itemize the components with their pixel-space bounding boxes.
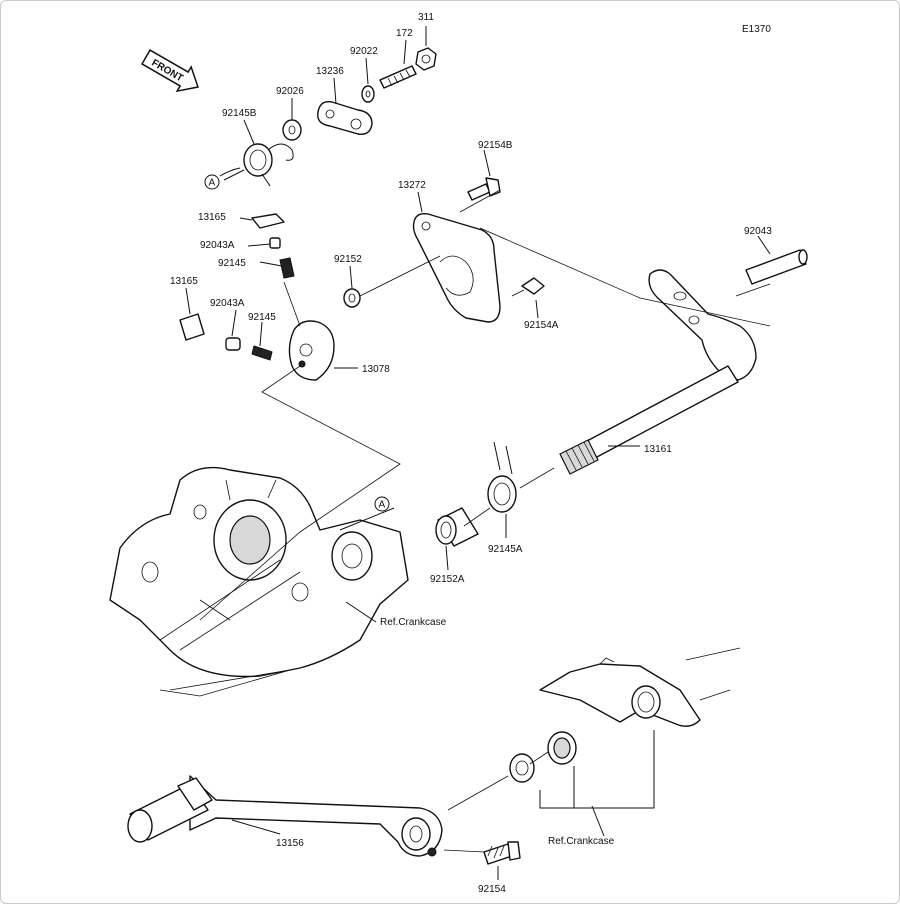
label-13165-top: 13165: [198, 212, 226, 223]
part-13156-shift-pedal: [127, 775, 443, 857]
leader-lines: [159, 26, 771, 880]
label-92154: 92154: [478, 884, 506, 895]
part-92152A-bush: [435, 507, 479, 547]
part-92043A-pin-bottom: [225, 337, 241, 351]
label-13272: 13272: [398, 180, 426, 191]
label-92043A-bottom: 92043A: [210, 298, 245, 309]
label-92154A: 92154A: [524, 320, 559, 331]
label-92145-bottom: 92145: [248, 312, 276, 323]
part-13165-pawl-bottom: [179, 313, 205, 341]
label-92145-top: 92145: [218, 258, 246, 269]
part-13161-shift-shaft: [559, 269, 757, 475]
label-ref-crankcase-upper: Ref.Crankcase: [380, 617, 447, 628]
label-13165-bottom: 13165: [170, 276, 198, 287]
part-13236-plate: [317, 101, 373, 135]
diagram-code: E1370: [742, 24, 771, 35]
callout-a-mid: A: [374, 496, 390, 512]
label-172: 172: [396, 28, 413, 39]
part-172-stud: [379, 65, 417, 89]
part-13165-pawl-top: [251, 213, 285, 229]
crankcase-bracket: [539, 657, 701, 727]
part-92145-spring-top: [279, 257, 295, 279]
crankcase-section: [109, 466, 409, 678]
label-13236: 13236: [316, 66, 344, 77]
label-92022: 92022: [350, 46, 378, 57]
label-92043: 92043: [744, 226, 772, 237]
part-92152-washer: [343, 288, 361, 308]
label-92026: 92026: [276, 86, 304, 97]
label-13156: 13156: [276, 838, 304, 849]
label-92145A: 92145A: [488, 544, 523, 555]
callout-a-top: A: [204, 174, 220, 190]
label-92152: 92152: [334, 254, 362, 265]
label-92154B: 92154B: [478, 140, 513, 151]
part-92145A-spring: [487, 441, 517, 513]
part-92026-washer: [282, 119, 302, 141]
needle-bearing: [547, 731, 577, 765]
svg-text:A: A: [209, 178, 216, 189]
oil-seal: [509, 753, 535, 783]
part-92154B-bolt: [467, 177, 501, 201]
part-92145B-spring: [243, 143, 294, 187]
label-311: 311: [418, 12, 434, 23]
part-13272-guide-plate: [412, 212, 501, 323]
label-13161: 13161: [644, 444, 672, 455]
label-92043A-top: 92043A: [200, 240, 235, 251]
label-92152A: 92152A: [430, 574, 465, 585]
part-92043A-pin-top: [269, 237, 281, 249]
label-92145B: 92145B: [222, 108, 257, 119]
part-13078-ratchet: [288, 320, 335, 381]
label-13078: 13078: [362, 364, 390, 375]
front-arrow-icon: FRONT: [140, 49, 199, 93]
part-labels: 311 172 92022 13236 92026 92145B 92154B …: [170, 12, 772, 895]
label-ref-crankcase-lower: Ref.Crankcase: [548, 836, 615, 847]
part-92154A-bolt: [511, 277, 545, 297]
part-92145-spring-bottom: [251, 345, 273, 361]
part-92154-bolt: [483, 841, 521, 865]
part-92043-pin: [745, 249, 808, 285]
part-311-nut: [415, 47, 437, 71]
part-92022-washer: [361, 85, 375, 103]
svg-text:A: A: [379, 500, 386, 511]
